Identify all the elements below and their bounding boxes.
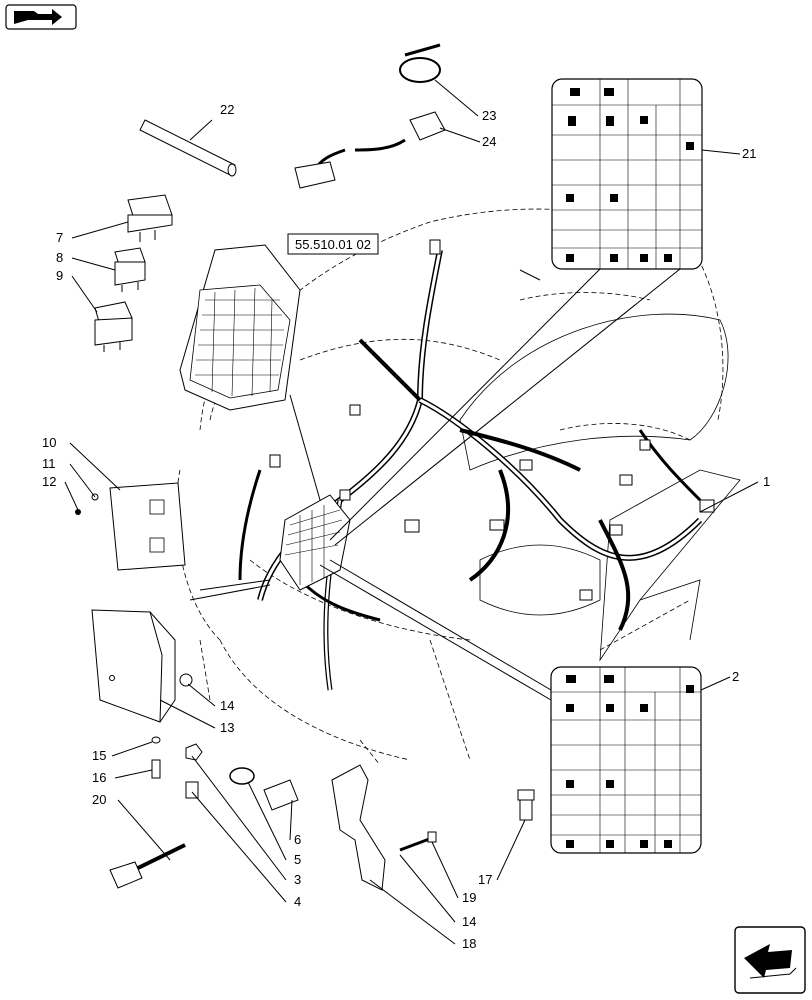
callout-3: 3 <box>294 872 301 887</box>
callout-10: 10 <box>42 435 56 450</box>
callout-23: 23 <box>482 108 496 123</box>
part-23-cable-tie <box>399 43 441 83</box>
callout-2: 2 <box>732 669 739 684</box>
callout-leaders <box>64 79 759 945</box>
callout-24: 24 <box>482 134 496 149</box>
callout-9: 9 <box>56 268 63 283</box>
callout-7: 7 <box>56 230 63 245</box>
part-10-plate <box>109 482 186 571</box>
part-9-relay <box>94 301 133 352</box>
wiring-harness <box>238 239 715 691</box>
part-20-connector <box>109 843 186 889</box>
part-7-relay <box>127 194 173 242</box>
callout-1: 1 <box>763 474 770 489</box>
fuse-chart-21 <box>551 78 703 270</box>
callout-19: 19 <box>462 890 476 905</box>
cab-fuse-panel <box>179 244 301 411</box>
callout-14: 14 <box>220 698 234 713</box>
part-14-nut <box>179 673 193 687</box>
callout-17: 17 <box>478 872 492 887</box>
part-8-relay <box>114 247 146 292</box>
next-page-arrow-icon[interactable] <box>734 926 806 994</box>
callout-14b: 14 <box>462 914 476 929</box>
part-4-bolt <box>185 781 199 799</box>
callout-12: 12 <box>42 474 56 489</box>
part-12-screw <box>75 509 81 515</box>
reference-box[interactable]: 55.510.01 02 <box>287 233 379 255</box>
callout-21: 21 <box>742 146 756 161</box>
part-19-bolt <box>399 831 437 852</box>
part-13-bracket <box>91 609 176 723</box>
callout-6: 6 <box>294 832 301 847</box>
seat-shape <box>459 313 741 662</box>
callout-18: 18 <box>462 936 476 951</box>
part-3-nut <box>185 743 203 761</box>
callout-15: 15 <box>92 748 106 763</box>
fuse-chart-2 <box>550 666 702 854</box>
part-18-bracket <box>331 764 386 891</box>
part-15-washer <box>151 736 161 744</box>
callout-4: 4 <box>294 894 301 909</box>
callout-11: 11 <box>42 456 56 471</box>
central-fuse-box <box>279 494 351 591</box>
callout-16: 16 <box>92 770 106 785</box>
part-16-bolt <box>151 759 161 779</box>
callout-13: 13 <box>220 720 234 735</box>
callout-labels: 1 2 3 4 5 6 7 8 9 10 11 12 13 14 15 16 1… <box>42 102 770 951</box>
part-22-tube <box>139 119 237 177</box>
part-24-connector <box>294 111 446 189</box>
part-5-hose-clamp <box>229 767 255 785</box>
reference-label: 55.510.01 02 <box>295 237 371 252</box>
book-arrow-icon[interactable] <box>5 4 77 30</box>
callout-20: 20 <box>92 792 106 807</box>
callout-22: 22 <box>220 102 234 117</box>
chart-leader-lines <box>189 268 681 701</box>
callout-5: 5 <box>294 852 301 867</box>
part-17-bolt <box>517 789 535 821</box>
callout-8: 8 <box>56 250 63 265</box>
part-6-cable-clip <box>263 779 299 811</box>
